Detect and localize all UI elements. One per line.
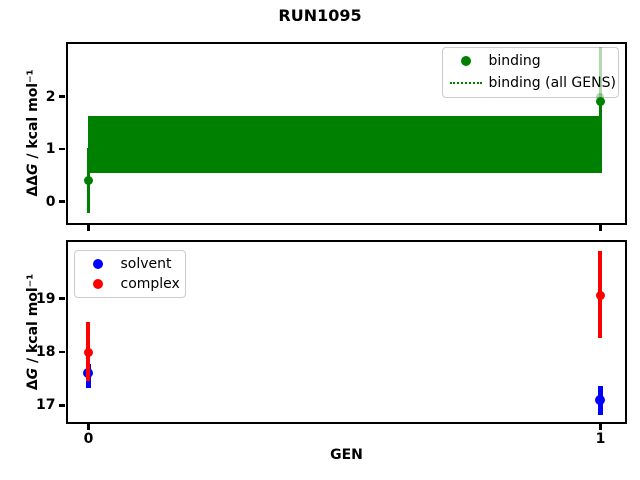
y-tick [59,297,65,300]
y-tick-label: 18 [36,344,56,361]
binding-marker-gen0 [83,176,93,185]
top-y-axis-label-symbol: G [25,163,41,175]
solvent-dot-icon [92,258,103,269]
bottom-y-axis-label: ΔG / kcal mol⁻¹ [23,252,43,412]
legend-label-binding-all-gens: binding (all GENS) [488,74,616,91]
binding-marker-gen1 [595,96,605,106]
binding-faded-errorbar-gen1 [599,46,602,98]
bottom-axes: solvent complex 17 18 19 0 1 [36,239,627,447]
legend-label-complex: complex [120,275,180,292]
y-tick-label: 17 [36,397,56,414]
x-tick-label: 0 [83,430,94,447]
bottom-legend: solvent complex [73,249,186,298]
top-y-axis-label: ΔΔG / kcal mol⁻¹ [23,53,43,213]
y-tick [59,200,65,203]
y-tick [59,404,65,407]
dotted-line-icon [449,81,482,84]
band-binding-all-gens- [88,116,601,173]
x-tick [599,424,602,430]
bottom-y-axis-label-symbol: G [25,367,41,380]
legend-entry-binding-all-gens: binding (all GENS) [449,72,616,94]
y-tick [59,147,65,151]
y-tick [59,350,65,354]
top-axes: binding binding (all GENS) 0 1 2 [46,41,627,231]
figure-title: RUN1095 [278,6,362,25]
y-tick-label: 19 [36,290,56,307]
complex-marker-gen0 [83,347,93,357]
y-tick-label: 0 [45,193,56,210]
x-tick [87,424,90,430]
x-tick [599,225,602,231]
complex-dot-icon [92,278,103,289]
y-tick [59,95,65,98]
legend-entry-solvent: solvent [81,254,179,274]
solvent-marker-gen1 [595,394,606,405]
legend-label-solvent: solvent [120,255,172,272]
binding-faded-marker-gen1 [596,93,605,102]
y-tick-label: 2 [45,88,56,105]
y-tick-label: 1 [45,141,56,157]
x-axis-label: GEN [330,447,363,463]
binding-errorbar-gen1 [598,101,603,173]
complex-marker-gen1 [595,291,605,301]
binding-dot-icon [460,56,471,67]
legend-label-binding: binding [488,53,541,70]
top-legend: binding binding (all GENS) [441,46,619,98]
x-tick-label: 1 [595,430,606,447]
x-tick [87,225,90,231]
legend-entry-binding: binding [449,51,612,73]
legend-entry-complex: complex [81,274,180,294]
bottom-y-axis-label-delta: Δ [25,379,41,391]
